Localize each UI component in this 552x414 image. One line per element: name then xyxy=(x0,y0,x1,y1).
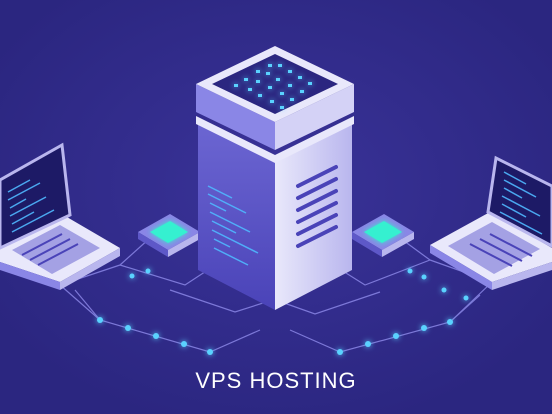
chip-icon xyxy=(352,214,414,257)
circuit-nodes xyxy=(97,268,469,355)
caption-title: VPS HOSTING xyxy=(195,368,357,393)
server-tower-icon xyxy=(196,46,354,310)
chip-icon xyxy=(138,214,200,257)
laptop-icon xyxy=(0,142,120,290)
laptop-icon xyxy=(430,155,552,290)
